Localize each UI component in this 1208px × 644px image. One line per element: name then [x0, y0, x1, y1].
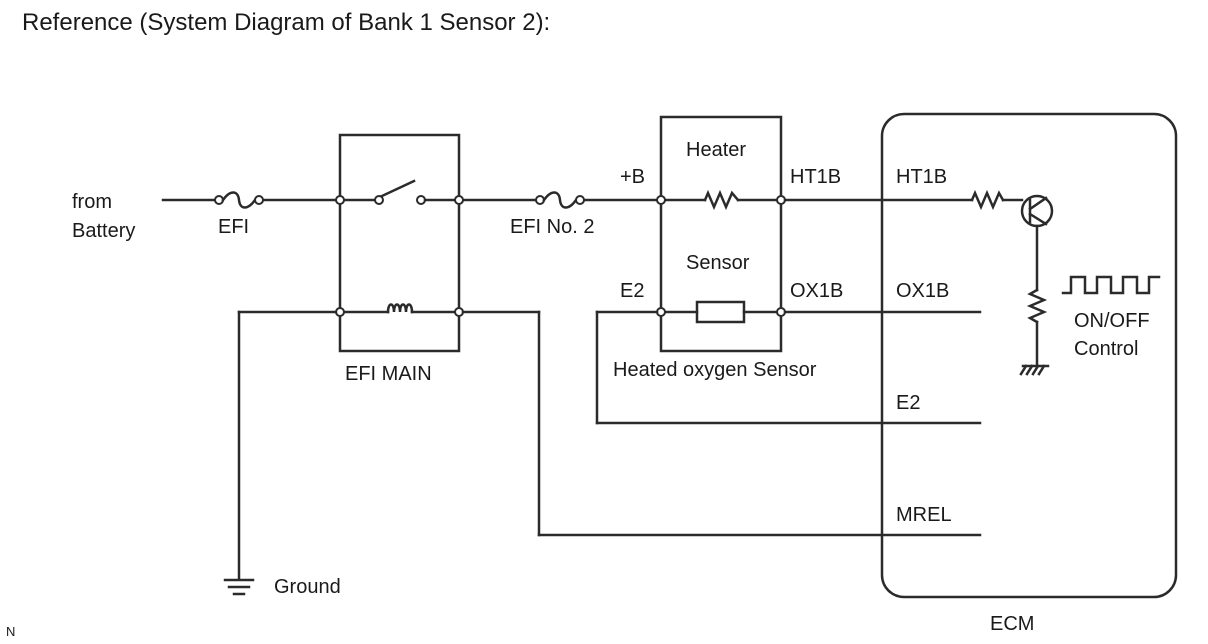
pulldown-resistor-icon [1026, 288, 1048, 324]
e2-wire [595, 310, 982, 425]
from-label: from [72, 191, 112, 213]
efi-no2-fuse-icon [535, 191, 585, 209]
heater-resistor-icon [703, 189, 740, 211]
sensor-name-label: Heated oxygen Sensor [613, 359, 817, 381]
pin-ht1b-label: HT1B [790, 166, 841, 188]
pin-ox1b-label: OX1B [790, 280, 843, 302]
heater-label: Heater [686, 139, 746, 161]
ecm-pin-mrel-label: MREL [896, 504, 952, 526]
efi-fuse-label: EFI [218, 216, 249, 238]
chassis-ground-icon [1019, 364, 1050, 376]
sensor-label: Sensor [686, 252, 750, 274]
efi-no2-fuse-label: EFI No. 2 [510, 216, 594, 238]
ecm-box [880, 112, 1178, 599]
efi-main-label: EFI MAIN [345, 363, 432, 385]
battery-label: Battery [72, 220, 135, 242]
corner-mark: N [6, 624, 15, 639]
efi-main-relay [335, 133, 464, 353]
ecm-pin-ht1b-label: HT1B [896, 166, 947, 188]
ecm-resistor-icon [970, 189, 1005, 211]
relay-coil-icon [386, 303, 414, 314]
sensor-element-icon [695, 300, 746, 324]
mrel-wire [461, 310, 982, 537]
efi-fuse-icon [214, 191, 264, 209]
pin-plus-b-label: +B [620, 166, 645, 188]
ground-icon [223, 578, 255, 596]
transistor-icon [1020, 194, 1054, 228]
ground-label: Ground [274, 576, 341, 598]
ground-wire [237, 310, 338, 580]
diagram-title: Reference (System Diagram of Bank 1 Sens… [22, 9, 550, 36]
square-wave-icon [1061, 275, 1161, 295]
pin-e2-label: E2 [620, 280, 644, 302]
ecm-pin-e2-label: E2 [896, 392, 920, 414]
ecm-pin-ox1b-label: OX1B [896, 280, 949, 302]
control-label-line2: Control [1074, 338, 1138, 360]
control-label-line1: ON/OFF [1074, 310, 1150, 332]
ecm-label: ECM [990, 613, 1034, 635]
